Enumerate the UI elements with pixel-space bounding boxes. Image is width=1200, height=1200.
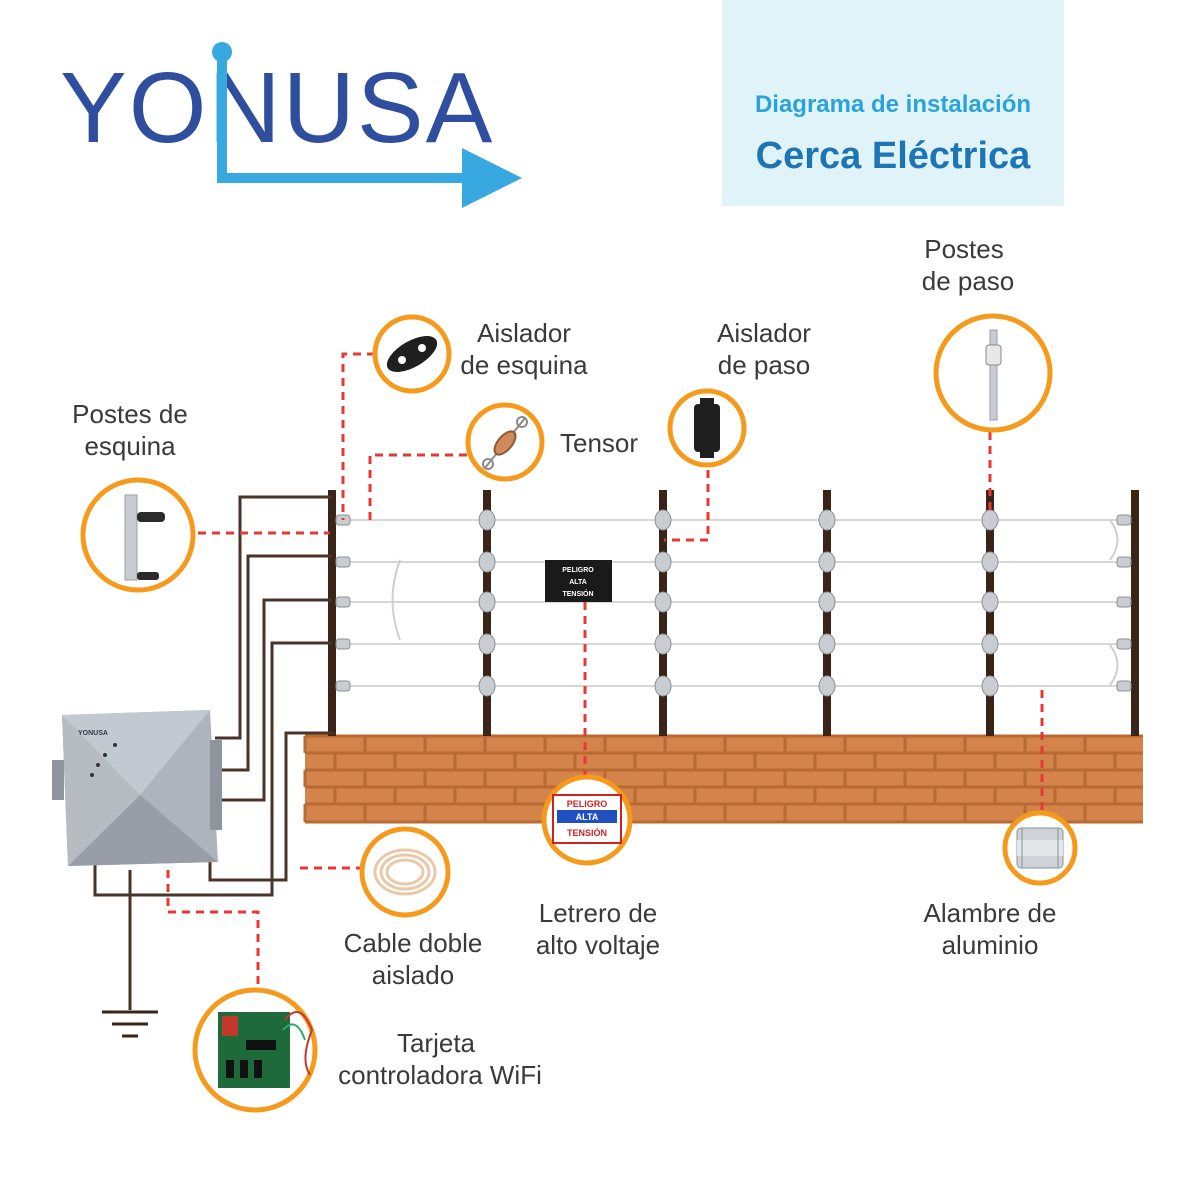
cable-coil-icon — [373, 848, 437, 896]
sign-icon-line-2: ALTA — [576, 812, 599, 822]
brick-wall — [303, 734, 1143, 824]
controller-cables — [93, 495, 335, 1010]
callout-cable-doble: Cable doble aislado — [344, 826, 483, 990]
label-letrero-1: Letrero de — [539, 898, 658, 928]
header-title: Cerca Eléctrica — [756, 135, 1031, 177]
corner-post-icon — [124, 494, 165, 581]
label-cable-doble-1: Cable doble — [344, 928, 483, 958]
callout-postes-paso: Postes de paso — [922, 234, 1053, 433]
callout-postes-esquina: Postes de esquina — [72, 399, 196, 593]
logo-arrow-head-icon — [462, 148, 522, 208]
label-postes-paso-1: Postes — [924, 234, 1004, 264]
label-aislador-esquina-2: de esquina — [460, 350, 588, 380]
fence-sign-line-1: PELIGRO — [562, 567, 594, 574]
label-letrero-2: alto voltaje — [536, 930, 660, 960]
fence-warning-sign: PELIGRO ALTA TENSIÓN — [545, 560, 612, 602]
wire-spool-icon — [1016, 827, 1064, 869]
callout-tarjeta: Tarjeta controladora WiFi — [192, 987, 542, 1113]
logo-dot-icon — [212, 42, 232, 62]
header-subtitle: Diagrama de instalación — [755, 91, 1031, 118]
label-tarjeta-1: Tarjeta — [397, 1028, 476, 1058]
label-tensor: Tensor — [560, 428, 638, 458]
controller-brand: YONUSA — [78, 730, 108, 737]
label-aislador-paso-2: de paso — [718, 350, 811, 380]
label-cable-doble-2: aislado — [372, 960, 454, 990]
label-alambre-2: aluminio — [942, 930, 1039, 960]
label-tarjeta-2: controladora WiFi — [338, 1060, 542, 1090]
callout-alambre: Alambre de aluminio — [924, 810, 1078, 960]
callout-letrero: PELIGRO ALTA TENSIÓN Letrero de alto vol… — [536, 774, 660, 960]
logo-arrow-line — [217, 52, 475, 183]
warning-sign-icon: PELIGRO ALTA TENSIÓN — [552, 794, 622, 844]
callout-tensor: Tensor — [465, 402, 638, 482]
controller-box: YONUSA — [52, 710, 222, 866]
label-postes-paso-2: de paso — [922, 266, 1015, 296]
sign-icon-line-1: PELIGRO — [567, 799, 608, 809]
controller-board-icon — [218, 1011, 314, 1088]
label-aislador-paso-1: Aislador — [717, 318, 811, 348]
label-postes-esquina-1: Postes de — [72, 399, 188, 429]
label-postes-esquina-2: esquina — [84, 431, 176, 461]
corner-insulator-icon — [386, 336, 438, 372]
label-aislador-esquina-1: Aislador — [477, 318, 571, 348]
fence-sign-line-2: ALTA — [569, 579, 587, 586]
callout-aislador-paso: Aislador de paso — [667, 318, 811, 468]
tensor-icon — [482, 416, 528, 470]
wire-loops — [391, 519, 1119, 686]
brand-name: YONUSA — [60, 52, 494, 164]
header-box: Diagrama de instalación Cerca Eléctrica — [722, 0, 1064, 206]
brand-logo: YONUSA — [60, 42, 522, 208]
leader-lines — [166, 352, 1044, 990]
callout-aislador-esquina: Aislador de esquina — [372, 314, 588, 394]
fence-sign-line-3: TENSIÓN — [562, 589, 593, 598]
pass-post-icon — [985, 329, 1002, 421]
pass-insulator-icon — [694, 398, 720, 458]
header-background — [722, 0, 1064, 206]
label-alambre-1: Alambre de — [924, 898, 1057, 928]
sign-icon-line-3: TENSIÓN — [567, 827, 607, 838]
fence-posts — [328, 490, 1139, 736]
ground-icon — [102, 1010, 158, 1038]
fence-wires — [340, 519, 1130, 687]
